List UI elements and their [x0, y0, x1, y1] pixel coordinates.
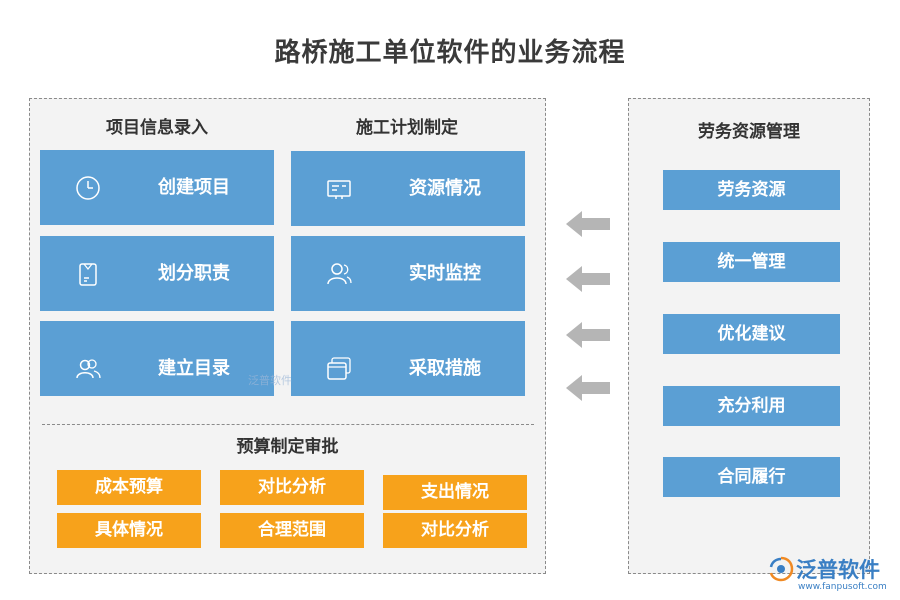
- budget-item: 合理范围: [220, 513, 364, 548]
- take-measures-card: 采取措施: [291, 321, 525, 396]
- brand-logo: 泛普软件 www.fanpusoft.com: [768, 554, 898, 594]
- windows-stack-icon: [327, 357, 351, 380]
- section-divider: [42, 424, 534, 425]
- clock-icon: [76, 176, 100, 200]
- budget-item: 具体情况: [57, 513, 201, 548]
- project-entry-heading: 项目信息录入: [106, 118, 208, 138]
- list-card-icon: [327, 180, 351, 199]
- build-catalog-label: 建立目录: [158, 358, 230, 379]
- labor-item: 合同履行: [663, 457, 840, 497]
- arrow-left-icon: [566, 211, 610, 237]
- create-project-card: 创建项目: [40, 150, 274, 225]
- labor-item: 优化建议: [663, 314, 840, 354]
- arrow-left-icon: [566, 375, 610, 401]
- user-group-icon: [327, 263, 352, 285]
- arrow-left-icon: [566, 322, 610, 348]
- fanpu-logo-icon: [769, 556, 794, 582]
- logo-name: 泛普软件: [796, 558, 880, 582]
- resource-status-label: 资源情况: [409, 178, 481, 199]
- document-icon: [79, 263, 97, 286]
- labor-item: 统一管理: [663, 242, 840, 282]
- build-catalog-card: 建立目录: [40, 321, 274, 396]
- realtime-monitor-card: 实时监控: [291, 236, 525, 311]
- assign-duties-card: 划分职责: [40, 236, 274, 311]
- watermark: 泛普软件: [248, 374, 292, 387]
- users-icon: [76, 359, 101, 379]
- budget-item: 对比分析: [220, 470, 364, 505]
- assign-duties-label: 划分职责: [158, 263, 230, 284]
- take-measures-label: 采取措施: [409, 358, 481, 379]
- logo-url: www.fanpusoft.com: [798, 582, 887, 592]
- labor-heading: 劳务资源管理: [698, 122, 800, 142]
- create-project-label: 创建项目: [158, 177, 230, 198]
- budget-heading: 预算制定审批: [236, 437, 339, 457]
- budget-item: 成本预算: [57, 470, 201, 505]
- arrow-left-icon: [566, 266, 610, 292]
- page-title: 路桥施工单位软件的业务流程: [274, 38, 626, 68]
- construction-plan-heading: 施工计划制定: [356, 118, 458, 138]
- resource-status-card: 资源情况: [291, 151, 525, 226]
- budget-item: 支出情况: [383, 475, 527, 510]
- labor-item: 充分利用: [663, 386, 840, 426]
- realtime-monitor-label: 实时监控: [409, 263, 481, 284]
- labor-item: 劳务资源: [663, 170, 840, 210]
- budget-item: 对比分析: [383, 513, 527, 548]
